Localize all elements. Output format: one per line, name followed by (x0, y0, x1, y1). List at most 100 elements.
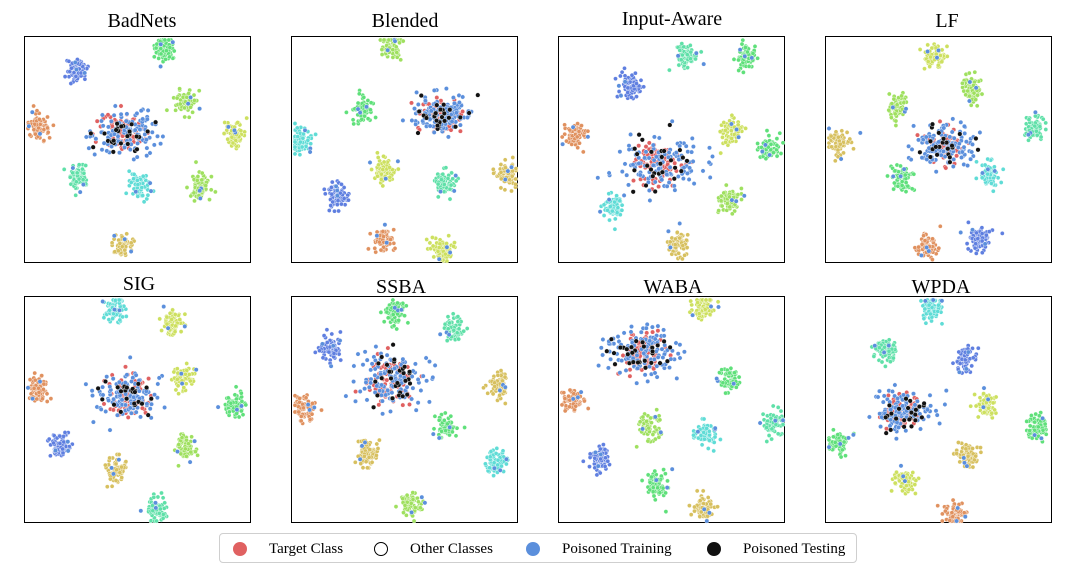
poisoned-training-point (239, 403, 244, 409)
poisoned-training-point (689, 136, 695, 141)
other-class-point (175, 383, 181, 389)
other-class-point (394, 50, 400, 55)
poisoned-training-point (767, 152, 773, 158)
poisoned-training-point (153, 505, 159, 511)
other-class-point (684, 245, 690, 250)
poisoned-training-point (83, 134, 89, 140)
other-class-point (60, 450, 66, 456)
other-class-point (679, 41, 685, 46)
other-class-point (1043, 127, 1049, 132)
other-class-point (736, 68, 741, 73)
other-class-point (930, 257, 935, 262)
other-class-point (625, 85, 631, 91)
poisoned-training-point (107, 384, 113, 390)
other-class-point (973, 97, 978, 103)
other-class-point (614, 210, 620, 215)
poisoned-training-point (733, 198, 739, 204)
other-class-point (975, 236, 981, 241)
other-class-point (31, 103, 36, 109)
scatter-panel-lf (825, 36, 1052, 263)
other-class-point (629, 72, 635, 78)
other-class-point (48, 396, 54, 401)
poisoned-testing-point (115, 384, 121, 390)
other-class-point (766, 133, 772, 138)
poisoned-training-point (1032, 109, 1038, 115)
poisoned-training-point (890, 173, 896, 179)
other-class-point (32, 121, 38, 127)
other-class-point (774, 153, 780, 159)
poisoned-training-point (687, 165, 693, 171)
poisoned-training-point (684, 170, 690, 176)
other-class-point (887, 91, 892, 97)
other-class-point (986, 229, 992, 234)
other-class-point (117, 317, 123, 323)
other-class-point (677, 48, 683, 53)
other-class-point (985, 156, 990, 162)
poisoned-training-point (215, 404, 221, 410)
poisoned-testing-point (947, 154, 953, 160)
other-class-point (936, 245, 942, 251)
other-class-point (330, 179, 335, 185)
other-class-point (725, 201, 730, 206)
other-class-point (844, 130, 850, 135)
poisoned-training-point (681, 165, 687, 171)
other-class-point (62, 430, 68, 435)
poisoned-training-point (936, 47, 941, 53)
other-class-point (244, 115, 249, 121)
other-class-point (395, 300, 400, 306)
other-class-point (898, 163, 903, 169)
other-class-point (971, 90, 977, 96)
other-class-point (774, 136, 780, 141)
other-class-point (109, 240, 115, 246)
other-class-point (835, 147, 841, 153)
poisoned-training-point (158, 64, 164, 69)
poisoned-training-point (961, 123, 967, 129)
poisoned-training-point (970, 142, 975, 147)
other-class-point (379, 171, 384, 177)
other-class-point (123, 459, 129, 464)
other-class-point (485, 391, 490, 396)
other-class-point (891, 186, 896, 192)
poisoned-training-point (104, 374, 110, 380)
poisoned-training-point (37, 379, 43, 385)
other-class-point (445, 314, 451, 320)
poisoned-training-point (359, 443, 365, 449)
poisoned-testing-point (659, 169, 665, 175)
other-class-point (442, 251, 448, 257)
other-class-point (605, 207, 610, 213)
other-class-point (184, 453, 189, 459)
other-class-point (925, 42, 930, 48)
other-class-point (973, 176, 979, 181)
poisoned-testing-point (134, 133, 140, 139)
other-class-point (171, 48, 177, 54)
other-class-point (502, 374, 508, 380)
poisoned-training-point (106, 124, 111, 130)
poisoned-training-point (447, 424, 453, 430)
other-class-point (113, 478, 119, 483)
other-class-point (182, 105, 187, 111)
poisoned-training-point (400, 118, 406, 123)
poisoned-training-point (155, 133, 160, 139)
panel-title-badnets: BadNets (107, 10, 177, 32)
other-class-point (614, 193, 619, 198)
other-class-point (922, 66, 927, 72)
other-class-point (365, 116, 371, 121)
other-class-point (677, 235, 682, 241)
other-class-point (685, 52, 690, 58)
other-class-point (207, 197, 212, 202)
other-class-point (321, 333, 327, 338)
poisoned-training-point (144, 145, 150, 151)
poisoned-testing-point (680, 155, 686, 161)
other-class-point (360, 465, 366, 470)
poisoned-training-point (337, 338, 343, 343)
poisoned-training-point (382, 222, 388, 228)
other-class-point (394, 326, 399, 332)
other-class-point (375, 155, 381, 160)
other-class-point (301, 405, 306, 411)
other-class-point (300, 135, 306, 141)
other-class-point (339, 182, 344, 187)
other-class-point (110, 316, 115, 321)
other-class-point (448, 182, 454, 188)
poisoned-training-point (392, 305, 398, 311)
poisoned-training-point (437, 331, 443, 337)
